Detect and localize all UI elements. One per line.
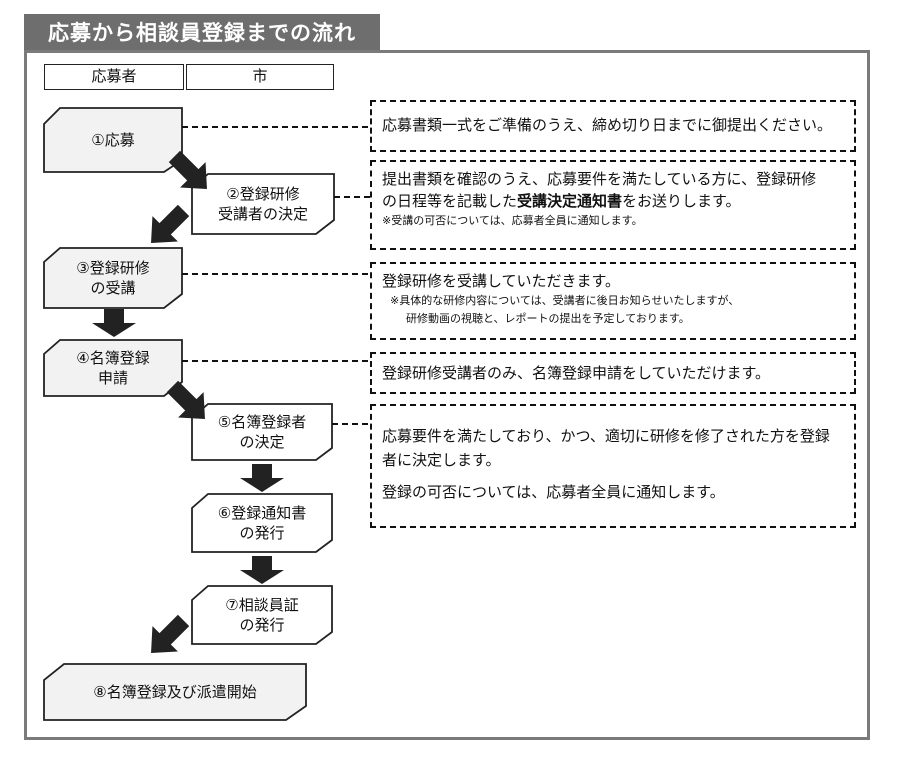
note-decision-small: ※受講の可否については、応募者全員に通知します。 — [382, 214, 643, 227]
note-training-small2: 研修動画の視聴と、レポートの提出を予定しております。 — [406, 312, 690, 325]
note-register-decision-p2: 登録の可否については、応募者全員に通知します。 — [382, 483, 725, 501]
step-shape-3 — [43, 247, 183, 309]
arrow-4-5 — [166, 380, 205, 419]
note-register-decision: 応募要件を満たしており、かつ、適切に研修を修了された方を登録者に決定します。 登… — [370, 404, 856, 528]
diagram-frame — [24, 50, 870, 740]
note-training: 登録研修を受講していただきます。 ※具体的な研修内容については、受講者に後日お知… — [370, 262, 856, 340]
arrow-7-8 — [151, 614, 190, 653]
note-decision: 提出書類を確認のうえ、応募要件を満たしている方に、登録研修 の日程等を記載した受… — [370, 160, 856, 250]
note-decision-line2-pre: の日程等を記載した — [382, 192, 518, 210]
note-training-small1: ※具体的な研修内容については、受講者に後日お知らせいたしますが、 — [390, 294, 740, 307]
column-header-applicant: 応募者 — [44, 64, 184, 90]
note-register-decision-p1: 応募要件を満たしており、かつ、適切に研修を修了された方を登録者に決定します。 — [382, 427, 830, 469]
note-apply: 応募書類一式をご準備のうえ、締め切り日までに御提出ください。 — [370, 100, 856, 152]
step-label-1: ①応募 — [91, 131, 135, 149]
arrow-6-7 — [240, 556, 284, 584]
note-register-apply: 登録研修受講者のみ、名簿登録申請をしていただけます。 — [370, 352, 856, 394]
page-title: 応募から相談員登録までの流れ — [24, 14, 380, 52]
step-label-6: ⑥登録通知書 の発行 — [217, 504, 307, 542]
step-shape-7 — [191, 585, 333, 645]
step-shape-6 — [191, 493, 333, 553]
step-label-3: ③登録研修 の受講 — [76, 259, 150, 297]
step-label-2: ②登録研修 受講者の決定 — [217, 185, 308, 223]
note-apply-text: 応募書類一式をご準備のうえ、締め切り日までに御提出ください。 — [382, 116, 833, 134]
step-label-7: ⑦相談員証 の発行 — [225, 596, 299, 634]
note-register-apply-text: 登録研修受講者のみ、名簿登録申請をしていただけます。 — [382, 364, 771, 382]
note-decision-line2: の日程等を記載した受講決定通知書をお送りします。 — [382, 190, 844, 212]
step-label-5: ⑤名簿登録者 の決定 — [217, 413, 307, 451]
step-shape-4 — [43, 339, 183, 397]
column-header-city: 市 — [186, 64, 334, 90]
arrow-3-4 — [92, 309, 136, 337]
note-decision-line2-post: をお送りします。 — [622, 192, 741, 210]
arrow-2-3 — [151, 204, 190, 243]
step-shape-8 — [43, 663, 307, 721]
step-shape-1 — [43, 107, 183, 173]
note-decision-line1: 提出書類を確認のうえ、応募要件を満たしている方に、登録研修 — [382, 170, 817, 188]
note-decision-bold: 受講決定通知書 — [517, 192, 623, 210]
note-training-main: 登録研修を受講していただきます。 — [382, 272, 621, 290]
step-label-4: ④名簿登録 申請 — [76, 349, 150, 387]
arrow-5-6 — [240, 464, 284, 492]
step-label-8: ⑧名簿登録及び派遣開始 — [93, 683, 257, 701]
arrow-1-2 — [168, 150, 207, 189]
